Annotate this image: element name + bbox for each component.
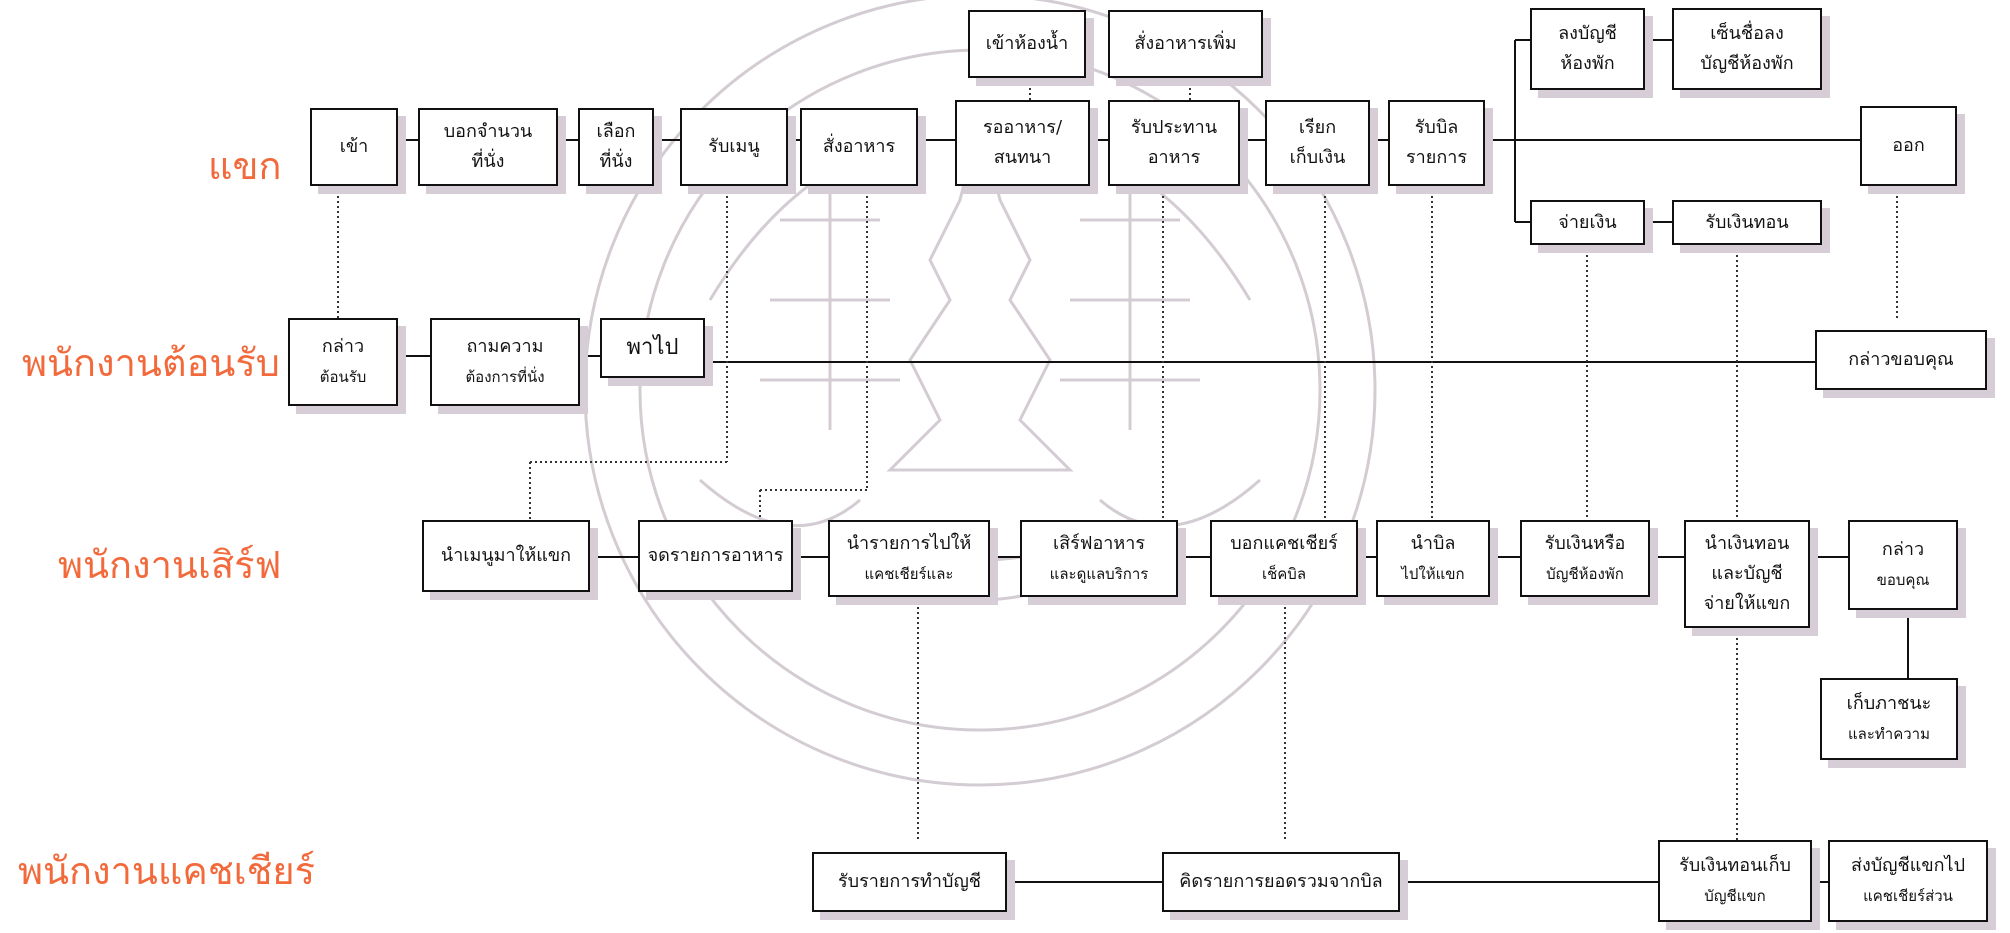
box-text: ออก — [1892, 135, 1925, 156]
box-text: เข้า — [339, 136, 369, 157]
box-text: ที่นั่ง — [599, 151, 633, 172]
box-text: นำเงินทอน — [1704, 533, 1790, 554]
box-text: สั่งอาหารเพิ่ม — [1134, 33, 1237, 54]
box-text: รับเงินทอน — [1705, 211, 1789, 233]
box-text: รับเงินหรือ — [1544, 532, 1626, 554]
box-cashier-send: ส่งบัญชีแขกไปแคชเชียร์ส่วน — [1828, 840, 1988, 922]
box-guest-sign-room: เซ็นชื่อลงบัญชีห้องพัก — [1672, 8, 1822, 90]
box-text: ขอบคุณ — [1876, 571, 1930, 589]
box-guest-pay: จ่ายเงิน — [1530, 200, 1645, 245]
box-server-order-to-cashier: นำรายการไปให้แคชเชียร์และ — [828, 520, 990, 597]
box-text: กล่าวขอบคุณ — [1848, 349, 1954, 370]
box-text: อาหาร — [1147, 147, 1201, 168]
box-server-bring-bill: นำบิลไปให้แขก — [1376, 520, 1490, 597]
box-text: ลงบัญชี — [1558, 23, 1617, 44]
box-guest-call-bill: เรียกเก็บเงิน — [1265, 100, 1370, 186]
box-server-tell-cashier: บอกแคชเชียร์เช็คบิล — [1210, 520, 1358, 597]
box-server-serve: เสิร์ฟอาหารและดูแลบริการ — [1020, 520, 1178, 597]
box-text: ที่นั่ง — [471, 151, 505, 172]
box-text: เรียก — [1298, 117, 1337, 138]
box-text: บัญชีแขก — [1704, 887, 1766, 905]
box-guest-restroom: เข้าห้องน้ำ — [968, 10, 1086, 78]
box-text: และบัญชี — [1711, 563, 1783, 584]
lane-label-reception: พนักงานต้อนรับ — [22, 341, 280, 385]
box-guest-receive-change: รับเงินทอน — [1672, 200, 1822, 245]
box-text: และดูแลบริการ — [1049, 564, 1149, 583]
box-server-receive-money: รับเงินหรือบัญชีห้องพัก — [1520, 520, 1650, 597]
lane-label-guest: แขก — [208, 144, 282, 188]
box-text: บอกจำนวน — [443, 121, 533, 142]
box-cashier-total: คิดรายการยอดรวมจากบิล — [1162, 852, 1400, 912]
box-server-clear: เก็บภาชนะและทำความ — [1820, 678, 1958, 760]
box-reception-thank: กล่าวขอบคุณ — [1815, 330, 1987, 390]
box-text: ต้อนรับ — [319, 368, 367, 386]
box-cashier-record: รับรายการทำบัญชี — [812, 852, 1007, 912]
box-text: คิดรายการยอดรวมจากบิล — [1179, 871, 1383, 892]
box-text: สนทนา — [993, 147, 1052, 168]
box-text: ถามความ — [466, 336, 544, 357]
box-text: นำเมนูมาให้แขก — [440, 545, 572, 566]
box-text: เข้าห้องน้ำ — [985, 33, 1069, 54]
box-text: ส่งบัญชีแขกไป — [1850, 855, 1966, 876]
box-guest-order-more: สั่งอาหารเพิ่ม — [1108, 10, 1263, 78]
box-guest-choose-seat: เลือกที่นั่ง — [578, 108, 654, 186]
box-text: พาไป — [626, 335, 679, 360]
box-cashier-change: รับเงินทอนเก็บบัญชีแขก — [1658, 840, 1812, 922]
box-text: ไปให้แขก — [1401, 564, 1465, 583]
box-guest-order: สั่งอาหาร — [800, 108, 918, 186]
box-guest-charge-room: ลงบัญชีห้องพัก — [1530, 8, 1645, 90]
box-text: นำรายการไปให้ — [846, 532, 972, 554]
box-text: บอกแคชเชียร์ — [1230, 532, 1338, 554]
box-text: กล่าว — [321, 336, 365, 357]
box-reception-ask-seat: ถามความต้องการที่นั่ง — [430, 318, 580, 406]
box-text: แคชเชียร์และ — [864, 564, 954, 583]
box-text: นำบิล — [1410, 532, 1456, 554]
box-text: รับเมนู — [708, 136, 760, 157]
box-guest-wait: รออาหาร/สนทนา — [955, 100, 1090, 186]
box-text: เก็บเงิน — [1289, 147, 1346, 168]
box-server-bring-menu: นำเมนูมาให้แขก — [422, 520, 590, 592]
box-text: รออาหาร/ — [982, 117, 1063, 138]
box-text: รับบิล — [1414, 117, 1459, 138]
box-text: แคชเชียร์ส่วน — [1863, 887, 1953, 905]
box-text: และทำความ — [1848, 725, 1930, 743]
box-reception-lead: พาไป — [600, 318, 705, 378]
box-text: จดรายการอาหาร — [647, 545, 784, 566]
box-text: เก็บภาชนะ — [1846, 693, 1932, 714]
box-text: บัญชีห้องพัก — [1546, 564, 1624, 583]
box-text: เซ็นชื่อลง — [1710, 23, 1784, 44]
box-text: เสิร์ฟอาหาร — [1052, 532, 1146, 554]
box-reception-greet: กล่าวต้อนรับ — [288, 318, 398, 406]
box-text: จ่ายให้แขก — [1703, 593, 1791, 614]
box-text: ห้องพัก — [1560, 53, 1615, 74]
lane-label-cashier: พนักงานแคชเชียร์ — [18, 849, 316, 893]
box-text: สั่งอาหาร — [822, 136, 896, 157]
box-guest-tell-count: บอกจำนวนที่นั่ง — [418, 108, 558, 186]
box-text: รับเงินทอนเก็บ — [1679, 855, 1791, 876]
box-server-thank: กล่าวขอบคุณ — [1848, 520, 1958, 610]
lane-label-server: พนักงานเสิร์ฟ — [58, 543, 282, 587]
box-text: รับประทาน — [1130, 117, 1218, 138]
box-guest-enter: เข้า — [310, 108, 398, 186]
box-text: กล่าว — [1881, 539, 1925, 560]
box-text: เช็คบิล — [1261, 564, 1307, 583]
box-text: บัญชีห้องพัก — [1700, 53, 1794, 74]
box-text: ต้องการที่นั่ง — [465, 368, 545, 386]
box-text: รายการ — [1406, 147, 1467, 168]
box-guest-eat: รับประทานอาหาร — [1108, 100, 1240, 186]
box-guest-get-menu: รับเมนู — [680, 108, 788, 186]
box-server-bring-change: นำเงินทอนและบัญชีจ่ายให้แขก — [1684, 520, 1810, 628]
box-server-take-order: จดรายการอาหาร — [638, 520, 793, 592]
box-text: เลือก — [596, 121, 636, 142]
box-text: จ่ายเงิน — [1558, 211, 1617, 233]
box-text: รับรายการทำบัญชี — [837, 871, 982, 892]
box-guest-receive-bill: รับบิลรายการ — [1388, 100, 1485, 186]
box-guest-exit: ออก — [1860, 106, 1957, 186]
